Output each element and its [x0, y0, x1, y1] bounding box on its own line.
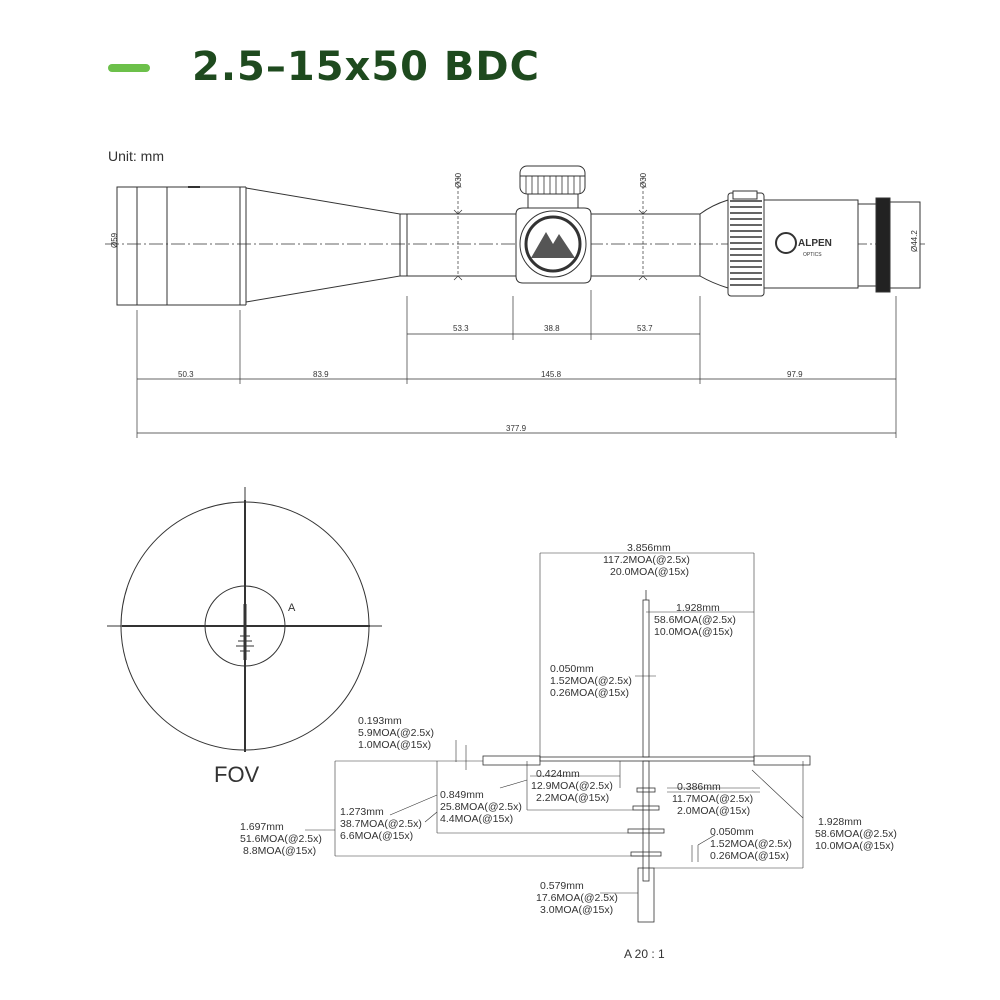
annot-0849-l3: 4.4MOA(@15x)	[440, 813, 513, 825]
fov-view	[107, 487, 382, 752]
annot-0579-l2: 17.6MOA(@2.5x)	[536, 892, 618, 904]
dim-lower-a: 50.3	[178, 370, 194, 379]
annot-1273-l1: 1.273mm	[340, 806, 384, 818]
annot-1273-l3: 6.6MOA(@15x)	[340, 830, 413, 842]
annot-0386-l1: 0.386mm	[677, 781, 721, 793]
annot-0050-top-l3: 0.26MOA(@15x)	[550, 687, 629, 699]
annot-0849-l1: 0.849mm	[440, 789, 484, 801]
annot-0050-top-l1: 0.050mm	[550, 663, 594, 675]
brand-logo-text: ALPEN	[798, 238, 832, 249]
annot-1928-right-l3: 10.0MOA(@15x)	[815, 840, 894, 852]
dim-total: 377.9	[506, 424, 527, 433]
dimension-lines	[136, 290, 897, 438]
detail-marker-a: A	[288, 602, 296, 614]
accent-bar	[108, 64, 150, 72]
dim-upper-a: 53.3	[453, 324, 469, 333]
annot-3856-l2: 117.2MOA(@2.5x)	[603, 554, 690, 566]
annot-1928-top-l3: 10.0MOA(@15x)	[654, 626, 733, 638]
reticle-detail	[305, 552, 811, 923]
annot-0424-l3: 2.2MOA(@15x)	[536, 792, 609, 804]
brand-logo-subtext: OPTICS	[803, 252, 822, 258]
objective-taper	[245, 187, 401, 303]
page-title: 2.5–15x50 BDC	[192, 44, 540, 90]
annot-1928-top-l2: 58.6MOA(@2.5x)	[654, 614, 736, 626]
eyepiece-diameter-label: Ø44.2	[910, 230, 919, 252]
annot-0193-l1: 0.193mm	[358, 715, 402, 727]
turret-diameter-label-2: Ø30	[639, 172, 648, 188]
annot-0849-l2: 25.8MOA(@2.5x)	[440, 801, 522, 813]
taper-ring	[399, 213, 408, 277]
reticle-annotations: 3.856mm 117.2MOA(@2.5x) 20.0MOA(@15x) 1.…	[240, 542, 897, 916]
annot-0386-l3: 2.0MOA(@15x)	[677, 805, 750, 817]
annot-0050-bot-l1: 0.050mm	[710, 826, 754, 838]
annot-1697-l1: 1.697mm	[240, 821, 284, 833]
annot-0386-l2: 11.7MOA(@2.5x)	[672, 793, 753, 805]
dim-lower-c: 145.8	[541, 370, 562, 379]
unit-label: Unit: mm	[108, 148, 164, 164]
objective-bell	[116, 186, 247, 306]
annot-0424-l2: 12.9MOA(@2.5x)	[531, 780, 613, 792]
annot-0193-l3: 1.0MOA(@15x)	[358, 739, 431, 751]
annot-1928-top-l1: 1.928mm	[676, 602, 720, 614]
fov-label: FOV	[214, 762, 260, 787]
annot-3856-l3: 20.0MOA(@15x)	[610, 566, 689, 578]
annot-1928-right-l1: 1.928mm	[818, 816, 862, 828]
scale-label: A 20 : 1	[624, 947, 665, 961]
annot-0050-bot-l3: 0.26MOA(@15x)	[710, 850, 789, 862]
dim-lower-d: 97.9	[787, 370, 803, 379]
dim-lower-b: 83.9	[313, 370, 329, 379]
annot-0424-l1: 0.424mm	[536, 768, 580, 780]
objective-diameter-label: Ø59	[110, 232, 119, 248]
annot-0050-top-l2: 1.52MOA(@2.5x)	[550, 675, 632, 687]
turret-diameter-label: Ø30	[454, 172, 463, 188]
annot-3856-l1: 3.856mm	[627, 542, 671, 554]
annot-1273-l2: 38.7MOA(@2.5x)	[340, 818, 422, 830]
eyepiece-assembly	[699, 190, 921, 297]
dim-upper-c: 53.7	[637, 324, 653, 333]
dim-upper-b: 38.8	[544, 324, 560, 333]
annot-1697-l2: 51.6MOA(@2.5x)	[240, 833, 322, 845]
annot-0579-l3: 3.0MOA(@15x)	[540, 904, 613, 916]
annot-1697-l3: 8.8MOA(@15x)	[243, 845, 316, 857]
turret-housing	[515, 165, 592, 284]
annot-1928-right-l2: 58.6MOA(@2.5x)	[815, 828, 897, 840]
mountain-logo-icon	[531, 232, 575, 258]
annot-0193-l2: 5.9MOA(@2.5x)	[358, 727, 434, 739]
annot-0050-bot-l2: 1.52MOA(@2.5x)	[710, 838, 792, 850]
annot-0579-l1: 0.579mm	[540, 880, 584, 892]
